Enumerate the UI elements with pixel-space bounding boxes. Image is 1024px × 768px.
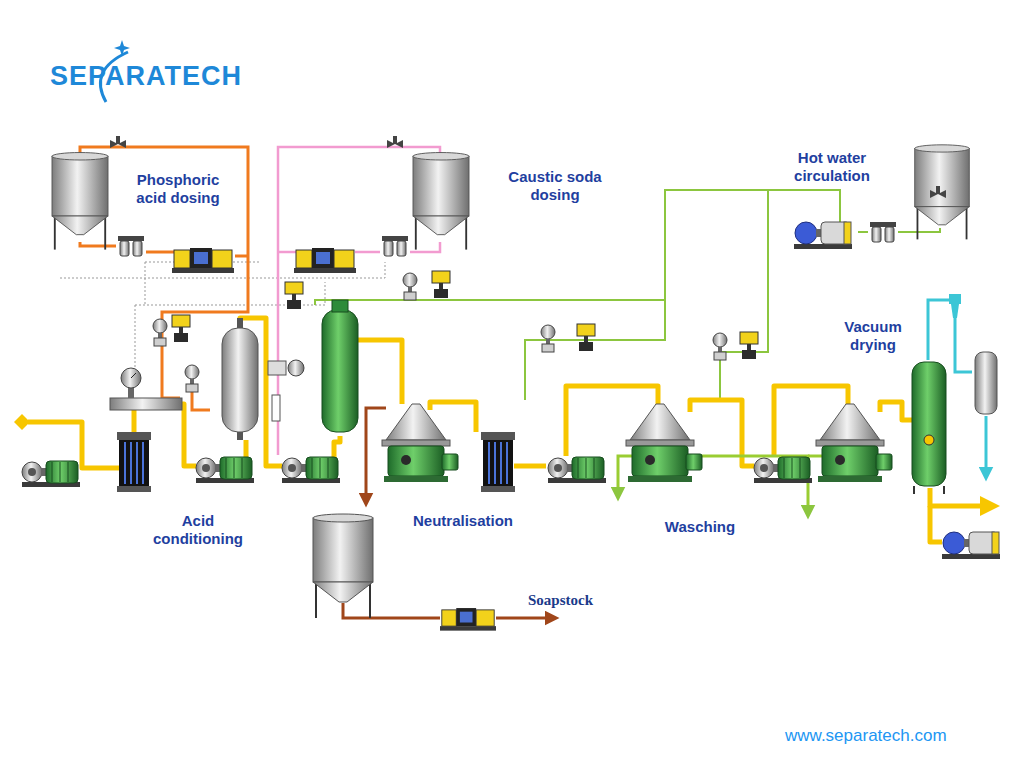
acid-reaction-vessel [222, 318, 258, 440]
vacuum-ejector [949, 294, 961, 318]
oil-main-pipe [28, 318, 990, 542]
vacuum-dryer [912, 362, 946, 494]
hot-water-pump [794, 222, 852, 249]
flow-meter [153, 319, 167, 346]
plate-heat-exchanger [117, 432, 151, 492]
control-valve [285, 282, 303, 309]
neutralisation-mixer [322, 300, 358, 432]
section-label: Acid conditioning [148, 512, 248, 548]
control-valve [577, 324, 595, 351]
soapstock-pump [440, 608, 496, 631]
section-label: Neutralisation [400, 512, 526, 530]
company-logo: SEPARATECH [50, 60, 240, 92]
hot-water-pipe [315, 190, 940, 400]
separator-centrifuge [816, 404, 892, 482]
hot-water-tank [915, 145, 970, 240]
control-valve [432, 271, 450, 298]
flow-meter [403, 273, 417, 300]
condenser-vessel [975, 352, 997, 414]
duplex-filter [118, 236, 144, 256]
separator-centrifuge [382, 404, 458, 482]
centrifugal-pump [282, 457, 340, 483]
section-label: Wasching [650, 518, 750, 536]
soapstock-tank [313, 514, 373, 618]
flow-indicator [268, 360, 304, 421]
centrifugal-pump [548, 457, 606, 483]
section-label: Caustic soda dosing [500, 168, 610, 204]
static-mixer [110, 368, 182, 410]
feed-pump [22, 461, 80, 487]
duplex-filter [870, 222, 896, 242]
flow-meter [541, 325, 555, 352]
phosphoric-acid-tank [52, 153, 108, 250]
inlet-diamond [14, 414, 30, 430]
control-valve [172, 315, 190, 342]
hand-valve [930, 186, 946, 198]
website-url: www.separatech.com [785, 726, 985, 746]
centrifugal-pump [754, 457, 812, 483]
section-label: Phosphoric acid dosing [128, 171, 228, 207]
duplex-filter [382, 236, 408, 256]
centrifugal-pump [196, 457, 254, 483]
separator-centrifuge [626, 404, 702, 482]
dosing-pump [172, 248, 234, 273]
stream-label: Soapstock [528, 591, 618, 609]
control-valve [740, 332, 758, 359]
hand-valve [387, 136, 403, 148]
hand-valve [110, 136, 126, 148]
dosing-pump [294, 248, 356, 273]
section-label: Hot water circulation [782, 149, 882, 185]
plate-heat-exchanger [481, 432, 515, 492]
flow-meter [713, 333, 727, 360]
flow-meter [185, 365, 199, 392]
caustic-soda-tank [413, 153, 469, 250]
section-label: Vacuum drying [833, 318, 913, 354]
product-pump [942, 532, 1000, 559]
